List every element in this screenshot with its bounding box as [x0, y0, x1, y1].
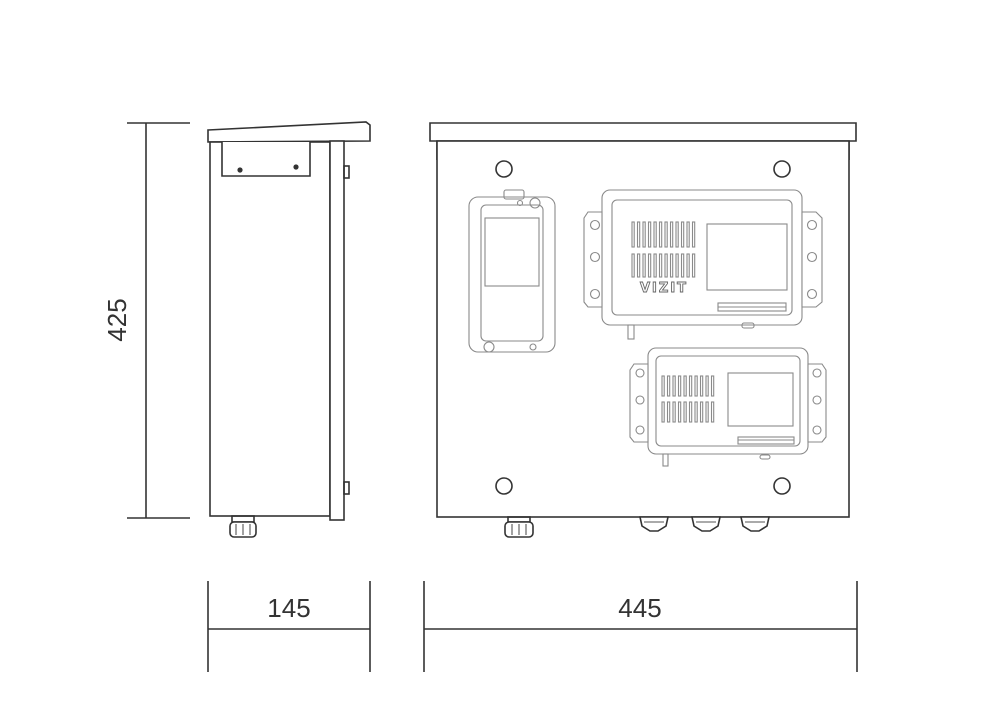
front-cable-gland — [504, 516, 534, 538]
vent-slot — [653, 221, 657, 248]
vent-slot — [661, 401, 665, 423]
height-dimension: 425 — [102, 122, 190, 519]
secondary-power-unit — [629, 347, 827, 467]
depth-dimension: 145 — [207, 581, 371, 672]
vent-slot — [688, 375, 693, 397]
vent-slot — [710, 401, 715, 423]
vent-slot — [680, 221, 685, 248]
vent-slot — [666, 375, 671, 397]
vent-slot — [683, 375, 687, 397]
vent-slot — [658, 221, 663, 248]
vent-slot — [680, 253, 685, 278]
controller-module — [468, 189, 556, 353]
height-dimension-label: 425 — [102, 298, 132, 341]
vent-slot — [683, 401, 687, 423]
mounting-bracket — [221, 142, 311, 177]
vent-slot — [705, 401, 709, 423]
vent-slot — [672, 375, 676, 397]
depth-dimension-label: 145 — [267, 593, 310, 623]
vent-slot — [661, 375, 665, 397]
vent-slot — [669, 221, 674, 248]
width-dimension-label: 445 — [618, 593, 661, 623]
vent-slot — [669, 253, 674, 278]
vizit-brand-label: VIZIT — [640, 281, 688, 296]
vent-slot — [666, 401, 671, 423]
side-view — [207, 121, 371, 538]
vent-slot — [705, 375, 709, 397]
vent-slot — [642, 221, 646, 248]
vent-slot — [677, 401, 682, 423]
vent-slot — [691, 253, 696, 278]
vent-slot — [675, 221, 679, 248]
vizit-power-unit: VIZIT — [583, 189, 823, 340]
vent-slot — [647, 221, 652, 248]
vent-slot — [653, 253, 657, 278]
front-view: VIZIT — [429, 122, 857, 538]
vent-slot — [710, 375, 715, 397]
cable-connector-3 — [740, 516, 770, 532]
vent-slot — [636, 221, 641, 248]
vent-slot — [675, 253, 679, 278]
cable-connector-2 — [691, 516, 721, 532]
vent-slot — [677, 375, 682, 397]
width-dimension: 445 — [423, 581, 858, 672]
vent-slot — [631, 253, 635, 278]
vent-slot — [699, 401, 704, 423]
vent-slot — [686, 253, 690, 278]
vent-slot — [636, 253, 641, 278]
cable-connector-1 — [639, 516, 669, 532]
vent-slot — [664, 253, 668, 278]
vent-slot — [699, 375, 704, 397]
vent-slot — [688, 401, 693, 423]
side-cable-gland — [229, 515, 257, 538]
vent-slot — [694, 401, 698, 423]
vent-slot — [647, 253, 652, 278]
vent-slot — [658, 253, 663, 278]
mounting-holes — [495, 160, 791, 495]
vent-slot — [694, 375, 698, 397]
vent-slot — [642, 253, 646, 278]
vent-slot — [686, 221, 690, 248]
vent-slot — [672, 401, 676, 423]
vent-slot — [631, 221, 635, 248]
vent-slot — [664, 221, 668, 248]
vent-slot — [691, 221, 696, 248]
